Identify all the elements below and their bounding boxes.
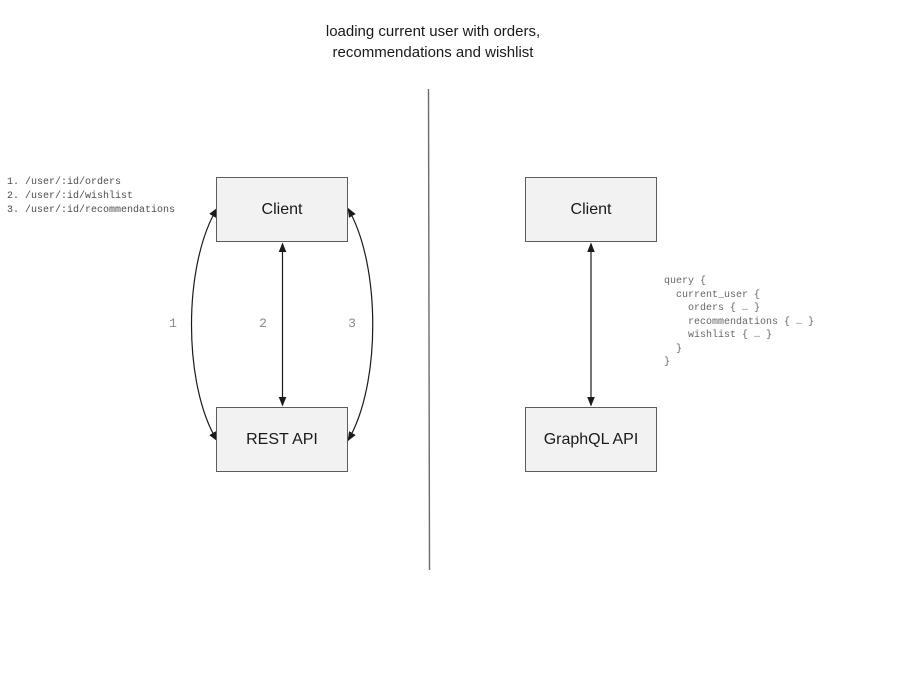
graphql-api-label: GraphQL API (543, 430, 639, 448)
graphql-api-box: GraphQL API (525, 407, 657, 472)
arrow-label-2: 2 (259, 316, 267, 331)
graphql-client-box: Client (525, 177, 657, 242)
diagram-title: loading current user with orders, recomm… (233, 21, 633, 63)
rest-arrow-1 (190, 207, 218, 442)
title-line-1: loading current user with orders, (325, 23, 541, 40)
rest-endpoints-list: 1. /user/:id/orders 2. /user/:id/wishlis… (7, 177, 176, 216)
rest-api-box: REST API (216, 407, 348, 472)
rest-api-label: REST API (246, 430, 318, 448)
title-line-2: recommendations and wishlist (332, 44, 534, 61)
rest-client-box: Client (216, 177, 348, 242)
graphql-query-snippet: query { current_user { orders { … } reco… (664, 276, 815, 368)
arrow-label-3: 3 (348, 316, 356, 331)
rest-client-label: Client (261, 200, 303, 218)
arrow-label-1: 1 (169, 316, 177, 331)
panel-divider-line (427, 88, 431, 571)
graphql-client-label: Client (570, 200, 612, 218)
